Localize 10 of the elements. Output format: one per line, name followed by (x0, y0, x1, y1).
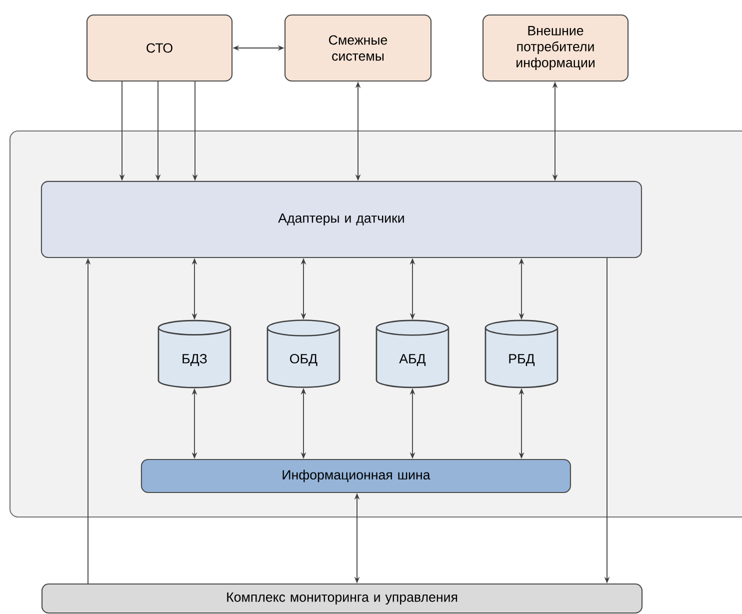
bus-bar: Информационная шина (140, 458, 571, 493)
system-box: Смежные системы (284, 14, 432, 82)
database-cylinder: АБД (376, 320, 450, 388)
monitoring-band: Комплекс мониторинга и управления (41, 583, 643, 614)
database-cylinder: БДЗ (158, 320, 232, 388)
adapter-band: Адаптеры и датчики (40, 180, 642, 258)
database-cylinder: РБД (484, 320, 558, 388)
database-cylinder: ОБД (266, 320, 340, 388)
system-box: Внешние потребители информации (482, 14, 629, 82)
system-box: СТО (86, 14, 233, 82)
